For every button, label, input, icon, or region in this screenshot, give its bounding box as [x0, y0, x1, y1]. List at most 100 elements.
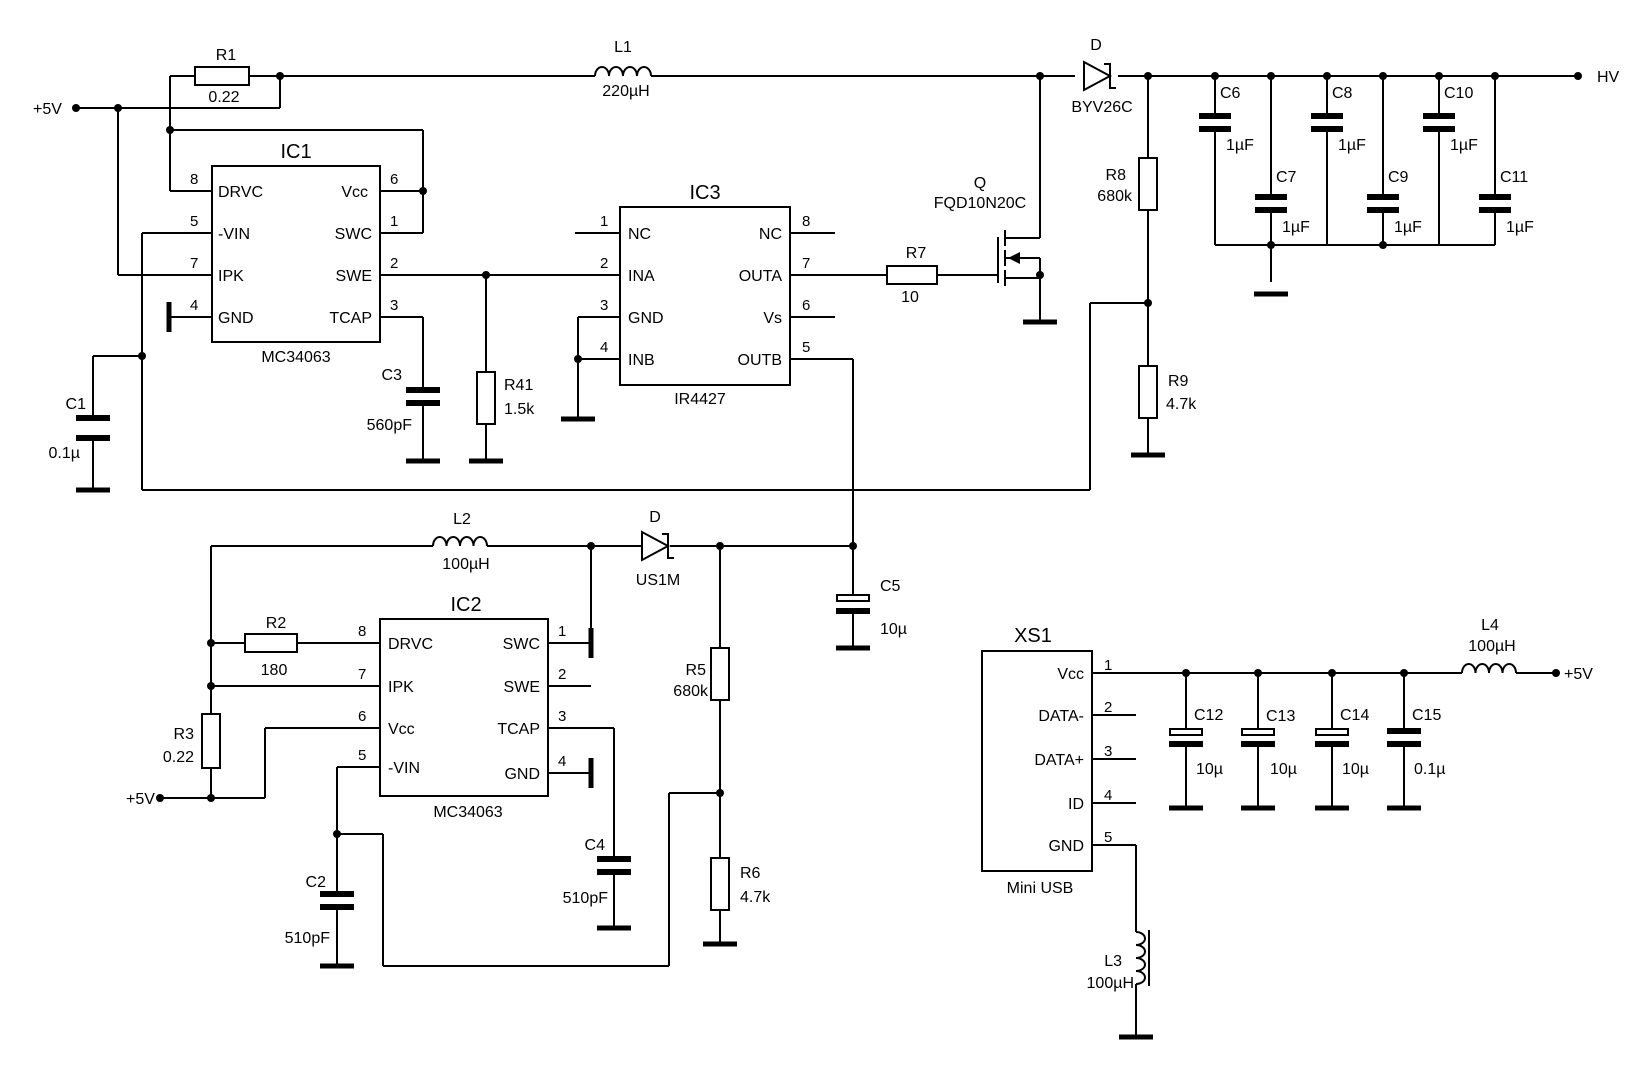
capacitor-c10 — [1423, 113, 1455, 132]
c5-ref: C5 — [880, 578, 901, 595]
xs1-pinnum-3: 3 — [1104, 743, 1112, 760]
ic3-pinnum-8: 8 — [802, 213, 810, 230]
d-bottom-value: US1M — [636, 572, 680, 589]
ic2-pin-ipk: IPK — [388, 679, 414, 696]
resistor-r9 — [1138, 365, 1158, 419]
xs1-labels: XS1 Mini USB Vcc DATA- DATA+ ID GND 1 2 … — [1007, 625, 1113, 897]
ic3-pin-nc-right: NC — [759, 226, 782, 243]
xs1-pin-vcc: Vcc — [1057, 666, 1084, 683]
ic2-pin-swe: SWE — [504, 679, 540, 696]
ic2-pinnum-2: 2 — [558, 666, 566, 683]
ic2-title: IC2 — [450, 594, 481, 616]
ic1-pinnum-4: 4 — [190, 297, 198, 314]
ic2-pinnum-6: 6 — [358, 708, 366, 725]
resistor-r6 — [710, 857, 730, 911]
ic3-part: IR4427 — [674, 391, 726, 408]
net-label-plus5v-usb: +5V — [1564, 666, 1593, 683]
r7-ref: R7 — [906, 245, 927, 262]
ic1-pinnum-7: 7 — [190, 255, 198, 272]
l1-ref: L1 — [614, 39, 632, 56]
ic1-pin-tcap: TCAP — [329, 310, 372, 327]
c2-value: 510pF — [285, 930, 331, 947]
top-wires — [76, 75, 1578, 546]
ic3-pinnum-4: 4 — [600, 339, 608, 356]
c6-ref: C6 — [1220, 85, 1241, 102]
ic1-pin-vin: -VIN — [218, 226, 250, 243]
c2-ref: C2 — [306, 874, 327, 891]
xs1-pin-gnd: GND — [1048, 838, 1084, 855]
mosfet-arrow-icon — [1008, 252, 1020, 264]
ic3-pinnum-6: 6 — [802, 297, 810, 314]
diode-d-bottom — [641, 530, 674, 562]
ic2-pinnum-7: 7 — [358, 666, 366, 683]
inductor-l4 — [1461, 663, 1517, 674]
inductors — [432, 66, 1517, 986]
c8-value: 1µF — [1338, 137, 1366, 154]
capacitor-c13 — [1241, 728, 1275, 747]
xs1-pinnum-2: 2 — [1104, 699, 1112, 716]
ic3-pinnum-7: 7 — [802, 255, 810, 272]
xs1-pinnum-5: 5 — [1104, 829, 1112, 846]
capacitor-c8 — [1311, 113, 1343, 132]
resistor-r1 — [194, 66, 250, 86]
d-top-ref: D — [1090, 37, 1102, 54]
c12-value: 10µ — [1196, 761, 1223, 778]
r1-value: 0.22 — [208, 89, 239, 106]
c15-ref: C15 — [1412, 707, 1441, 724]
ic3-pin-outb: OUTB — [738, 352, 782, 369]
ic2-pin-drvc: DRVC — [388, 636, 433, 653]
ic1-labels: IC1 MC34063 DRVC Vcc -VIN SWC IPK SWE GN… — [190, 141, 398, 366]
capacitor-c5 — [836, 594, 870, 614]
c7-value: 1µF — [1282, 219, 1310, 236]
r8-value: 680k — [1097, 188, 1133, 205]
ic3-pinnum-1: 1 — [600, 213, 608, 230]
bottom-right-wires — [1092, 672, 1556, 1037]
capacitor-c9 — [1367, 194, 1399, 213]
ic3-pinnum-5: 5 — [802, 339, 810, 356]
r7-value: 10 — [901, 289, 919, 306]
junction-dots — [72, 72, 1582, 838]
ic3-pin-outa: OUTA — [739, 268, 783, 285]
ic1-pin-swe: SWE — [336, 268, 372, 285]
ic1-pinnum-5: 5 — [190, 213, 198, 230]
ic1-pin-drvc: DRVC — [218, 184, 263, 201]
c8-ref: C8 — [1332, 85, 1353, 102]
xs1-body — [981, 650, 1093, 872]
xs1-pinnum-4: 4 — [1104, 787, 1112, 804]
resistor-r8 — [1138, 157, 1158, 211]
ic1-part: MC34063 — [261, 349, 330, 366]
inductor-l2 — [432, 536, 488, 547]
net-label-plus5v-ic2: +5V — [126, 791, 155, 808]
c3-ref: C3 — [382, 367, 403, 384]
c1-value: 0.1µ — [49, 445, 80, 462]
ic2-pin-swc: SWC — [503, 636, 540, 653]
ic1-pinnum-8: 8 — [190, 171, 198, 188]
r41-ref: R41 — [504, 377, 533, 394]
d-top-value: BYV26C — [1071, 99, 1132, 116]
c12-ref: C12 — [1194, 707, 1223, 724]
ic1-title: IC1 — [280, 141, 311, 163]
l1-value: 220µH — [602, 83, 649, 100]
l3-ref: L3 — [1104, 953, 1122, 970]
ic1-pinnum-3: 3 — [390, 297, 398, 314]
xs1-pin-id: ID — [1068, 796, 1084, 813]
resistor-r2 — [244, 633, 298, 653]
capacitor-c15 — [1387, 728, 1421, 747]
r9-value: 4.7k — [1166, 396, 1197, 413]
q-value: FQD10N20C — [934, 195, 1026, 212]
component-labels: R1 0.22 L1 220µH D BYV26C Q FQD10N20C R7… — [49, 37, 1535, 992]
c10-ref: C10 — [1444, 85, 1473, 102]
ic1-pin-swc: SWC — [335, 226, 372, 243]
r2-ref: R2 — [266, 615, 287, 632]
ic2-pinnum-3: 3 — [558, 708, 566, 725]
ic1-pinnum-6: 6 — [390, 171, 398, 188]
r41-value: 1.5k — [504, 401, 535, 418]
xs1-pin-data-plus: DATA+ — [1034, 752, 1084, 769]
xs1-part: Mini USB — [1007, 880, 1074, 897]
ic1-pinnum-2: 2 — [390, 255, 398, 272]
c9-ref: C9 — [1388, 169, 1409, 186]
ic3-pin-ina: INA — [628, 268, 655, 285]
c15-value: 0.1µ — [1414, 761, 1445, 778]
c13-value: 10µ — [1270, 761, 1297, 778]
